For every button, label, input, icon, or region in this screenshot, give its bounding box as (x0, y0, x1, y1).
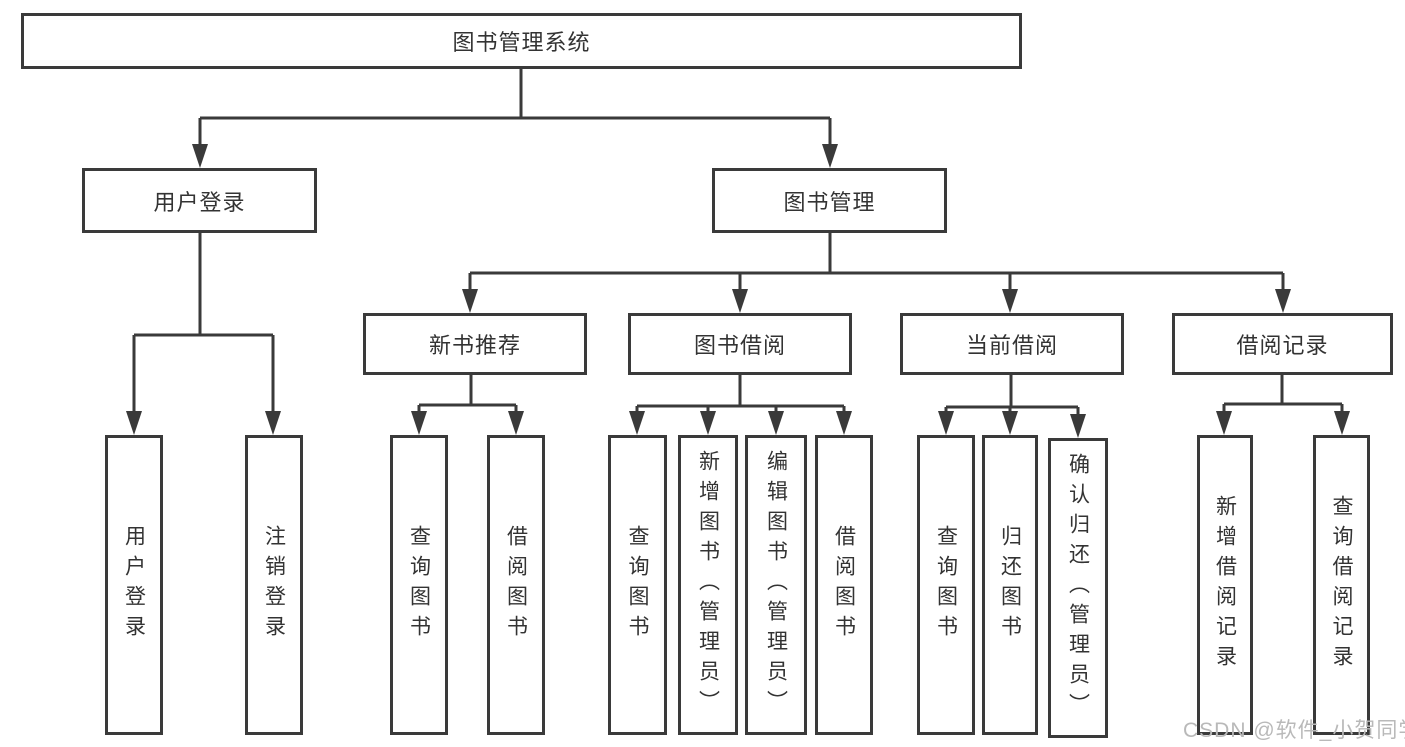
arrowhead (822, 144, 838, 168)
node-label: 归还图书 (998, 525, 1022, 645)
node-label: 用户登录 (122, 525, 146, 645)
node-label: 注销登录 (262, 525, 286, 645)
node-current-borrow: 当前借阅 (900, 313, 1124, 375)
leaf-query-borrow-record: 查询借阅记录 (1313, 435, 1370, 735)
csdn-watermark: CSDN @软件_小贺同学 (1183, 719, 1405, 742)
arrowhead (836, 411, 852, 435)
connector-root-to-level2 (192, 69, 838, 168)
arrowhead (1002, 289, 1018, 313)
node-label: 查询图书 (626, 525, 649, 645)
leaf-confirm-return-admin: 确认归还（管理员） (1048, 438, 1108, 738)
arrowhead (265, 411, 281, 435)
arrowhead (411, 411, 427, 435)
arrowhead (508, 411, 524, 435)
node-book-borrow: 图书借阅 (628, 313, 852, 375)
node-root-system: 图书管理系统 (21, 13, 1022, 69)
leaf-query-books-recommend: 查询图书 (390, 435, 448, 735)
node-new-book-recommend: 新书推荐 (363, 313, 587, 375)
arrowhead (768, 411, 784, 435)
connector-borrow-record-branch (1216, 375, 1350, 435)
node-label: 确认归还（管理员） (1066, 453, 1090, 723)
arrowhead (126, 411, 142, 435)
node-label: 编辑图书（管理员） (764, 450, 788, 720)
node-label: 图书管理系统 (452, 30, 591, 55)
leaf-return-books: 归还图书 (982, 435, 1038, 735)
arrowhead (462, 289, 478, 313)
connector-book-mgmt-branch (462, 233, 1291, 313)
leaf-edit-books-admin: 编辑图书（管理员） (745, 435, 807, 735)
node-label: 查询图书 (407, 525, 431, 645)
node-label: 图书借阅 (693, 333, 786, 358)
node-user-login: 用户登录 (82, 168, 317, 233)
arrowhead (629, 411, 645, 435)
arrowhead (192, 144, 208, 168)
node-label: 新书推荐 (428, 333, 521, 358)
node-label: 借阅记录 (1236, 333, 1329, 358)
leaf-add-borrow-record: 新增借阅记录 (1197, 435, 1253, 735)
leaf-user-login: 用户登录 (105, 435, 163, 735)
node-label: 查询图书 (934, 525, 958, 645)
leaf-logout: 注销登录 (245, 435, 303, 735)
leaf-query-books-borrow: 查询图书 (608, 435, 667, 735)
arrowhead (732, 289, 748, 313)
arrowhead (1334, 411, 1350, 435)
node-book-management: 图书管理 (712, 168, 947, 233)
arrowhead (1070, 414, 1086, 438)
leaf-borrow-books-recommend: 借阅图书 (487, 435, 545, 735)
node-label: 查询借阅记录 (1330, 495, 1353, 675)
arrowhead (938, 411, 954, 435)
leaf-add-books-admin: 新增图书（管理员） (678, 435, 738, 735)
connector-current-borrow-branch (938, 375, 1086, 438)
node-label: 借阅图书 (832, 525, 856, 645)
arrowhead (700, 411, 716, 435)
node-label: 新增图书（管理员） (696, 450, 720, 720)
arrowhead (1002, 411, 1018, 435)
connector-book-borrow-branch (629, 375, 852, 435)
leaf-borrow-books: 借阅图书 (815, 435, 873, 735)
node-label: 新增借阅记录 (1213, 495, 1237, 675)
connector-new-book-branch (411, 375, 524, 435)
node-label: 用户登录 (153, 189, 246, 215)
node-label: 当前借阅 (965, 333, 1058, 358)
connector-user-login-branch (126, 233, 281, 435)
node-borrow-record: 借阅记录 (1172, 313, 1393, 375)
leaf-query-books-current: 查询图书 (917, 435, 975, 735)
arrowhead (1216, 411, 1232, 435)
node-label: 借阅图书 (504, 525, 528, 645)
node-label: 图书管理 (783, 189, 876, 215)
arrowhead (1275, 289, 1291, 313)
